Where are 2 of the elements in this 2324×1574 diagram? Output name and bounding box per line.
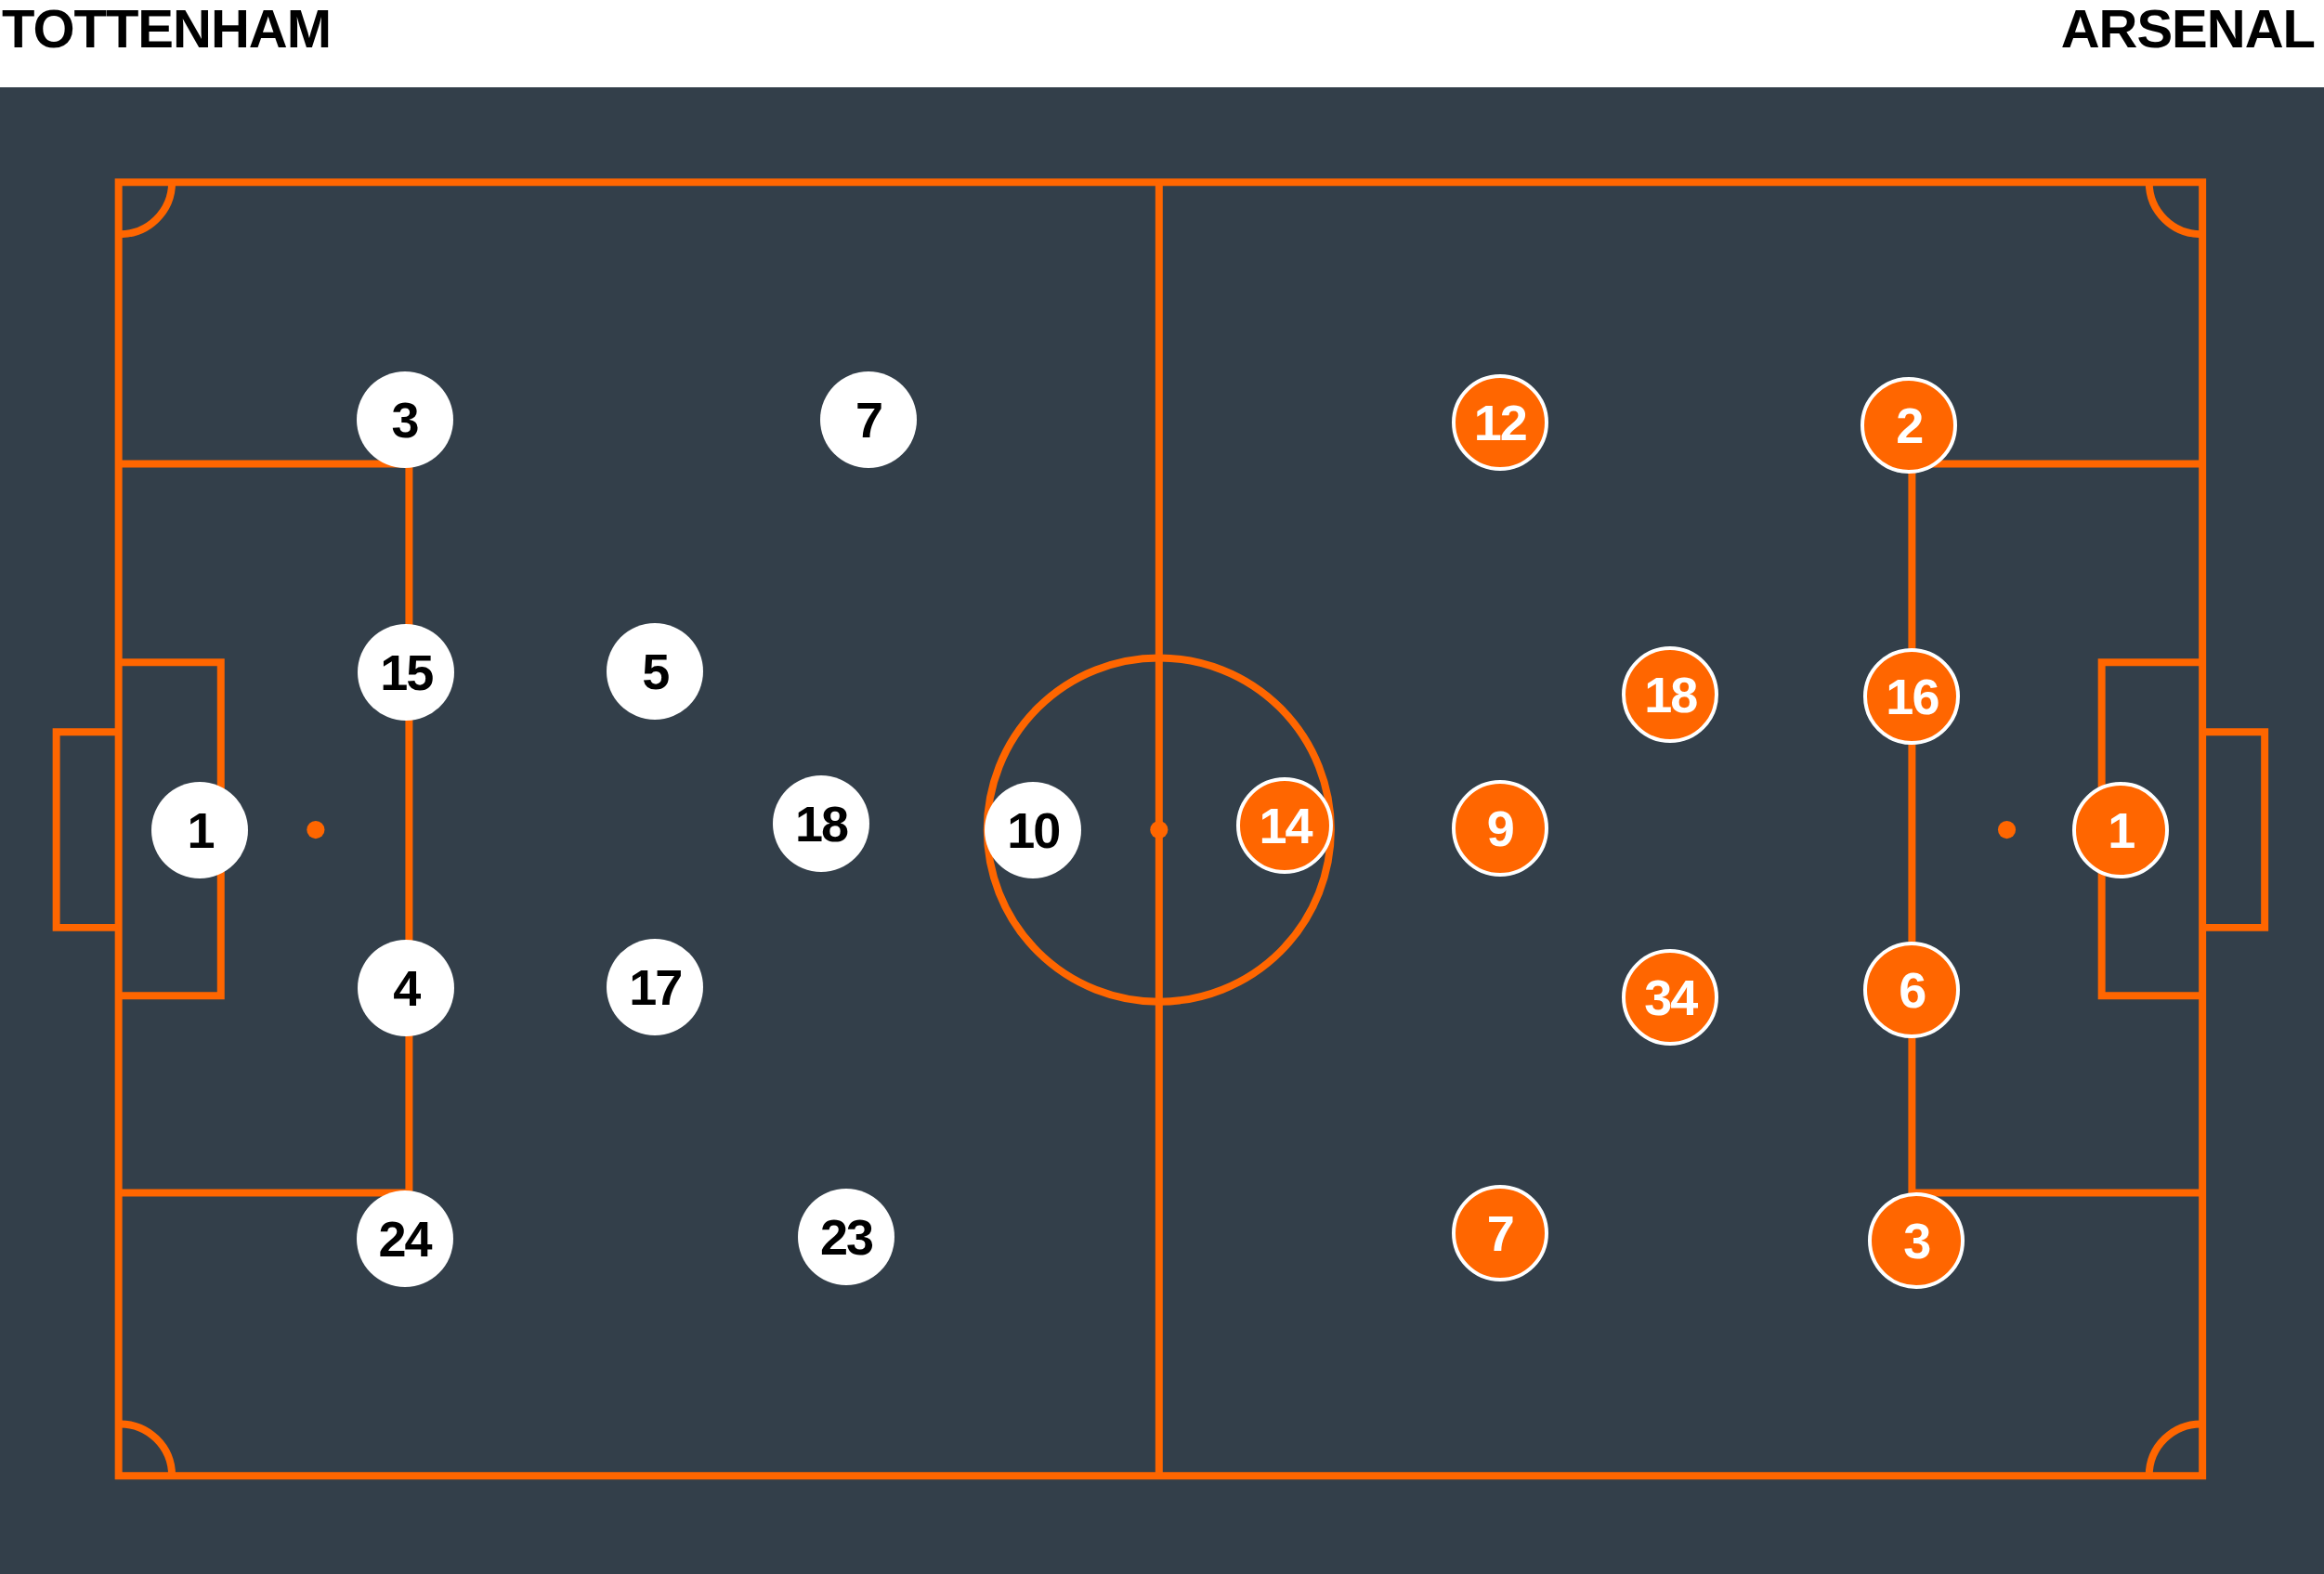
team-name: ARSENAL <box>2060 2 2315 56</box>
team-name: TOTTENHAM <box>2 2 331 56</box>
